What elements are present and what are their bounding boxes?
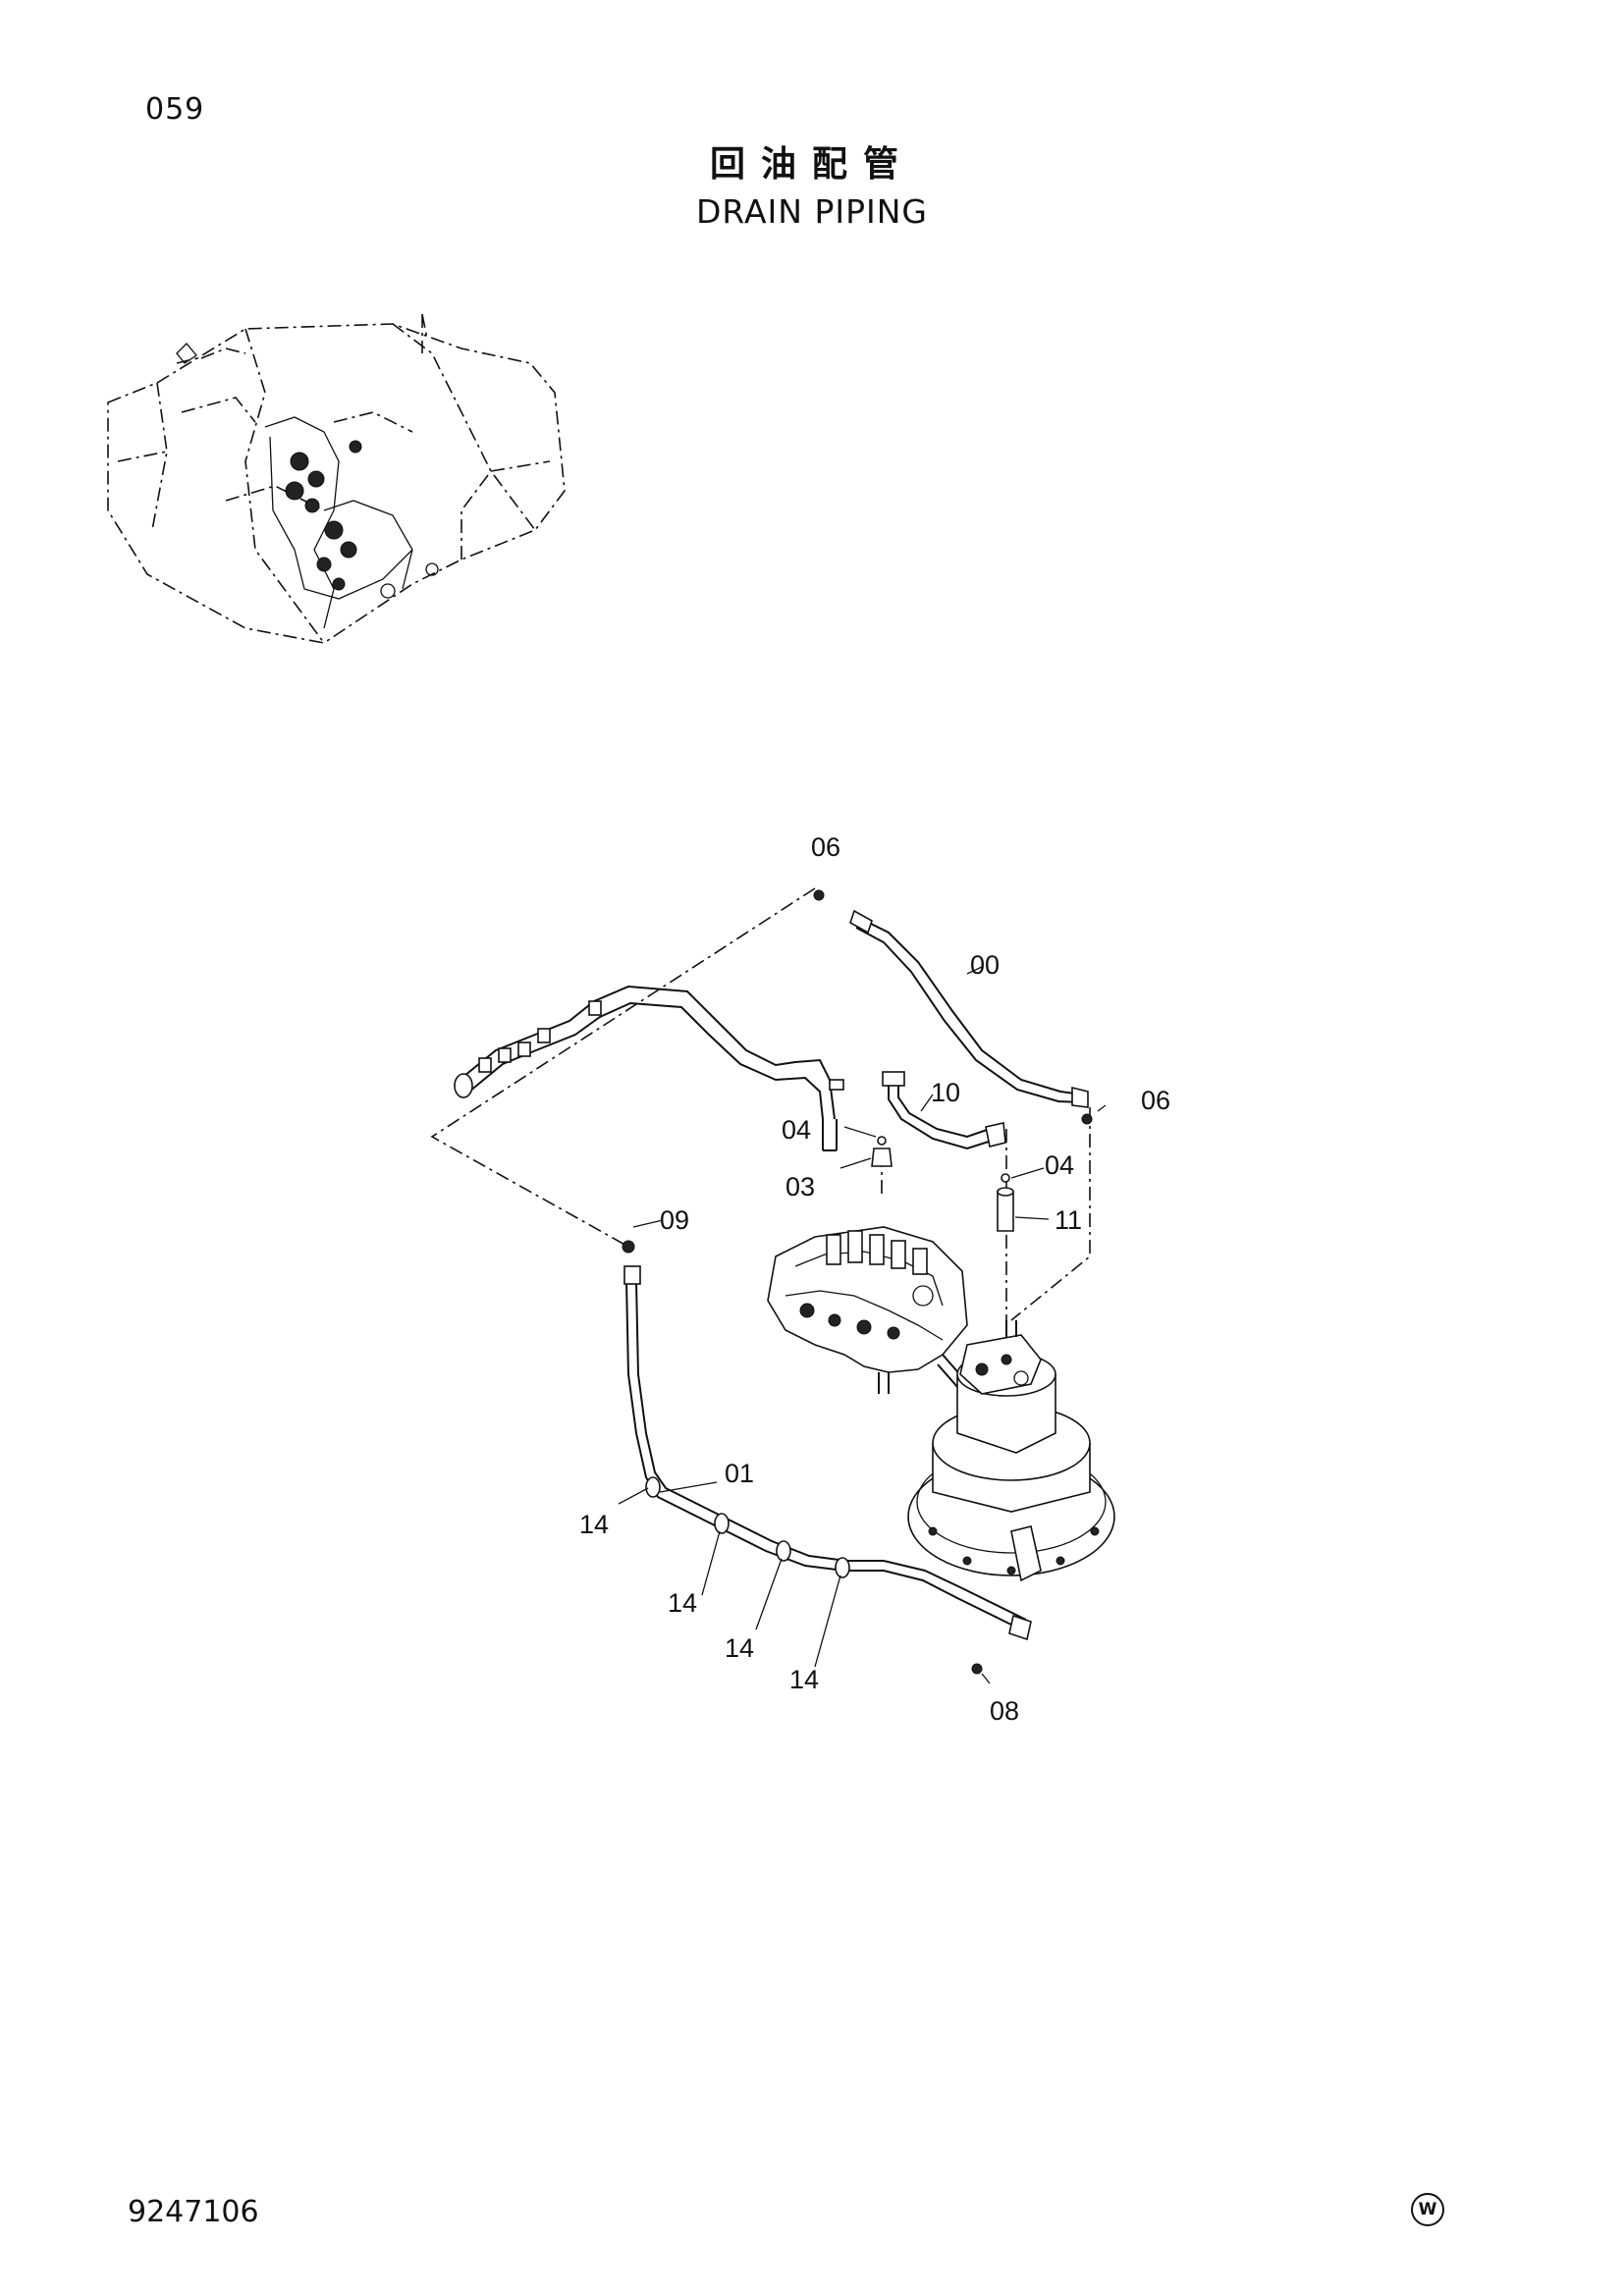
callout-14-c: 14 — [725, 1633, 754, 1663]
callout-10: 10 — [931, 1078, 960, 1107]
title-chinese: 回油配管 — [709, 144, 914, 185]
connector-11 — [997, 1191, 1014, 1232]
machine-overview-sketch — [107, 313, 566, 644]
title-english: DRAIN PIPING — [695, 192, 928, 231]
callout-06-right: 06 — [1141, 1086, 1170, 1115]
fitting-08 — [971, 1663, 983, 1675]
clamp-14-c — [776, 1540, 791, 1562]
fitting-06-right — [1081, 1113, 1093, 1125]
clamp-14-d — [835, 1557, 850, 1578]
connection-line-06-right — [1010, 1107, 1091, 1321]
callout-03: 03 — [785, 1172, 815, 1201]
adapter-03 — [871, 1148, 893, 1167]
hose-00 — [849, 909, 1089, 1108]
fitting-06-top — [813, 889, 825, 901]
callout-09: 09 — [660, 1205, 689, 1235]
hose-01 — [623, 1265, 1032, 1641]
callout-14-d: 14 — [789, 1665, 819, 1694]
callout-11: 11 — [1055, 1205, 1082, 1235]
return-pipe — [454, 985, 844, 1151]
control-valve — [767, 1226, 978, 1405]
callout-06-top: 06 — [811, 832, 840, 862]
callout-04-left: 04 — [782, 1115, 811, 1145]
callout-14-b: 14 — [668, 1588, 697, 1618]
swing-motor — [907, 1320, 1115, 1582]
callout-14-a: 14 — [579, 1510, 609, 1539]
callout-00: 00 — [970, 950, 1000, 980]
callout-01: 01 — [725, 1459, 754, 1488]
hose-10 — [882, 1071, 1006, 1150]
leader-lines — [618, 966, 1107, 1684]
callout-08: 08 — [990, 1696, 1019, 1726]
o-ring-04-left — [877, 1136, 887, 1146]
clamp-14-a — [645, 1476, 661, 1498]
o-ring-04-right — [1001, 1173, 1010, 1183]
fitting-09 — [622, 1240, 635, 1254]
w-circle-mark: W — [1411, 2193, 1444, 2226]
callout-04-right: 04 — [1045, 1150, 1074, 1180]
clamp-14-b — [714, 1513, 730, 1534]
page-number: 059 — [145, 92, 205, 127]
document-code: 9247106 — [128, 2195, 259, 2229]
connection-line-06-09 — [430, 887, 816, 1248]
